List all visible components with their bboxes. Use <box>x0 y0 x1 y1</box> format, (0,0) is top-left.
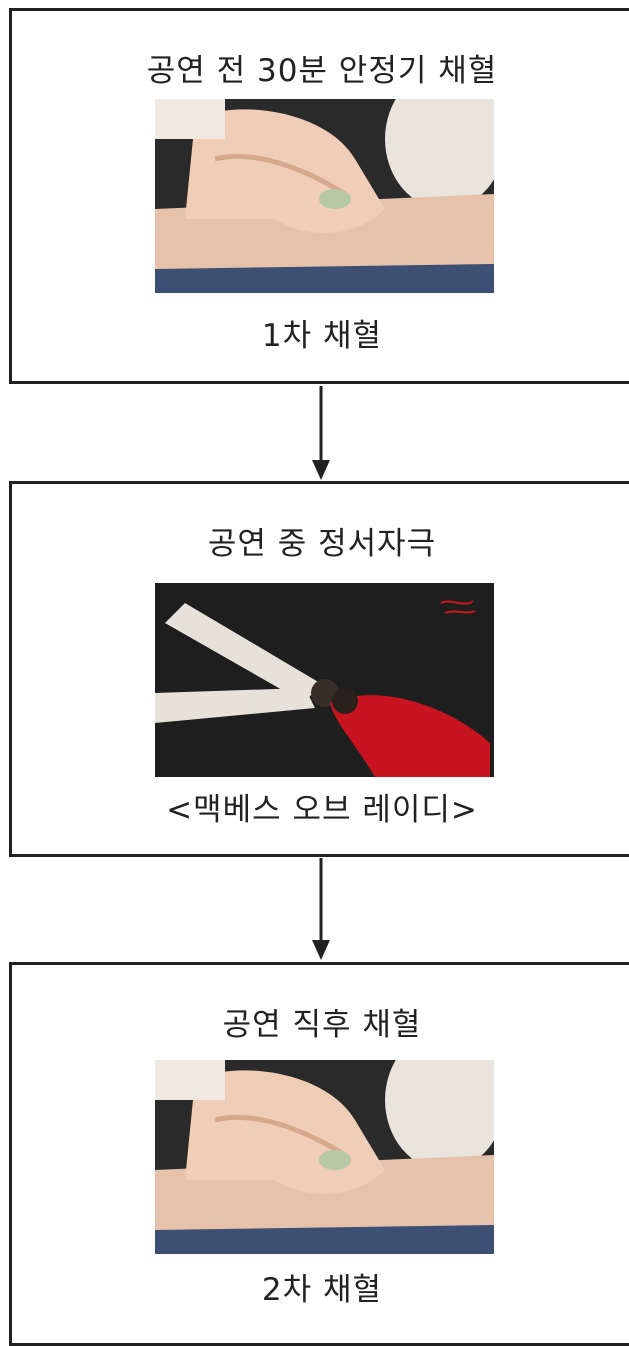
blood-draw-photo <box>155 1060 494 1254</box>
step-caption: <맥베스 오브 레이디> <box>166 792 478 828</box>
step-caption: 2차 채혈 <box>261 1272 383 1308</box>
step-box-pre-performance: 공연 전 30분 안정기 채혈 1차 채혈 <box>9 8 629 384</box>
blood-draw-photo <box>155 99 494 293</box>
step-title: 공연 중 정서자극 <box>207 526 437 562</box>
performance-photo <box>155 583 494 777</box>
step-box-post-performance: 공연 직후 채혈 2차 채혈 <box>9 962 629 1346</box>
down-arrow-icon <box>312 386 330 480</box>
down-arrow-icon <box>312 858 330 960</box>
step-title: 공연 전 30분 안정기 채혈 <box>146 53 498 89</box>
step-title: 공연 직후 채혈 <box>222 1007 422 1043</box>
step-box-during-performance: 공연 중 정서자극 <맥베스 오브 레이디> <box>9 481 629 857</box>
step-caption: 1차 채혈 <box>261 318 383 354</box>
